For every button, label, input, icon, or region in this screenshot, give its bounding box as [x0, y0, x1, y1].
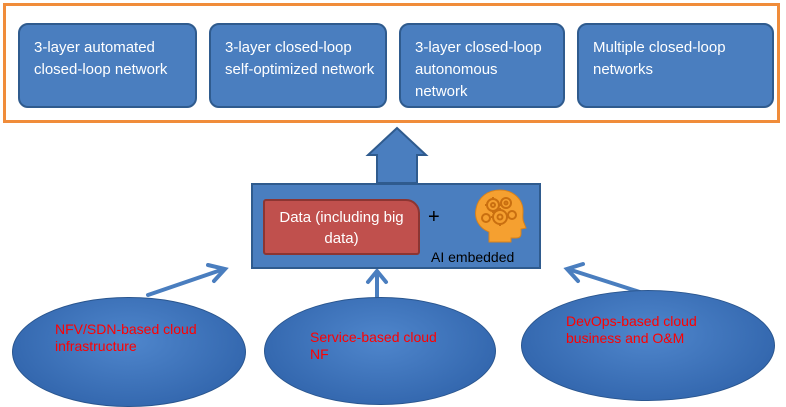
box-automated-closed-loop: 3-layer automated closed-loop network — [18, 23, 197, 108]
source-label-devops: DevOps-based cloud business and O&M — [566, 313, 697, 346]
source-ellipse-devops — [521, 290, 775, 401]
source-label-service-based: Service-based cloud NF — [310, 329, 437, 362]
ai-embedded-label: AI embedded — [431, 249, 515, 265]
arrow-from-nfv-sdn — [146, 263, 229, 297]
box-label: Multiple closed-loop networks — [593, 39, 726, 78]
ai-head-gears-icon — [475, 189, 527, 243]
box-label: 3-layer closed-loop autonomous network — [415, 39, 542, 100]
box-label: 3-layer automated closed-loop network — [34, 39, 168, 78]
up-arrow-to-outcomes — [365, 126, 429, 184]
box-multiple-closed-loop: Multiple closed-loop networks — [577, 23, 774, 108]
source-label-nfv-sdn: NFV/SDN-based cloud infrastructure — [55, 321, 197, 354]
source-ellipse-service-based — [264, 297, 496, 405]
box-autonomous: 3-layer closed-loop autonomous network — [399, 23, 565, 108]
box-self-optimized: 3-layer closed-loop self-optimized netwo… — [209, 23, 387, 108]
source-ellipse-nfv-sdn — [12, 297, 246, 407]
plus-sign: + — [428, 206, 440, 228]
data-box: Data (including big data) — [263, 199, 420, 255]
data-label: Data (including big data) — [279, 209, 404, 247]
arrow-from-service-based — [366, 267, 388, 302]
box-label: 3-layer closed-loop self-optimized netwo… — [225, 39, 375, 78]
